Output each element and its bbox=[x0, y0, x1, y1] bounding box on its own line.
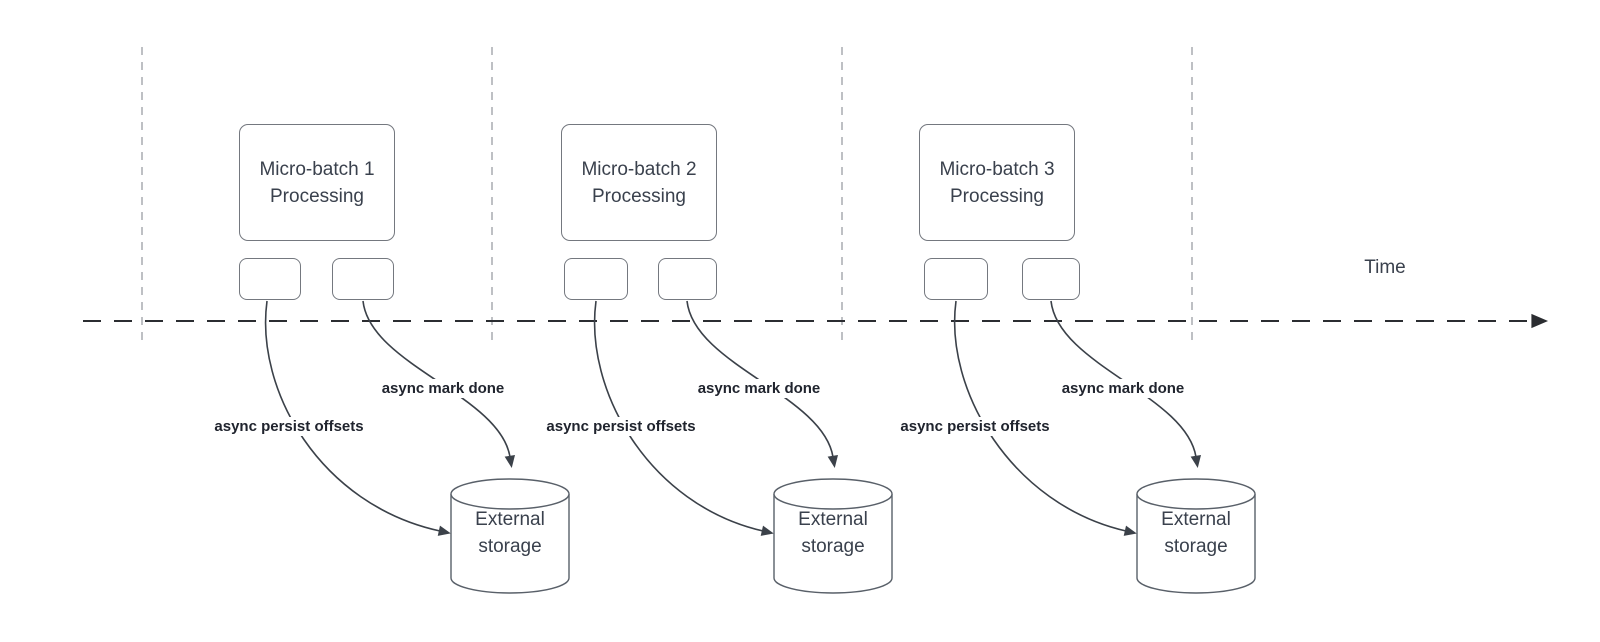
offsets-rect-2 bbox=[564, 258, 628, 300]
done-rect-1 bbox=[332, 258, 394, 300]
micro-batch-2-title: Micro-batch 2 bbox=[581, 158, 697, 180]
external-storage-line1: External bbox=[1161, 509, 1231, 530]
persist-offsets-arrow-3 bbox=[953, 300, 1137, 536]
persist-offsets-arrow-2 bbox=[593, 300, 774, 536]
micro-batch-3-subtitle: Processing bbox=[950, 185, 1044, 207]
micro-batch-1-box: Micro-batch 1 Processing bbox=[239, 124, 395, 241]
micro-batch-1-title: Micro-batch 1 bbox=[259, 158, 375, 180]
external-storage-label-1: External storage bbox=[450, 506, 570, 560]
micro-batch-1-subtitle: Processing bbox=[270, 185, 364, 207]
micro-batch-2-box: Micro-batch 2 Processing bbox=[561, 124, 717, 241]
done-rect-3 bbox=[1022, 258, 1080, 300]
persist-offsets-label-1: async persist offsets bbox=[211, 417, 367, 436]
time-label: Time bbox=[1364, 257, 1406, 278]
micro-batch-3-box: Micro-batch 3 Processing bbox=[919, 124, 1075, 241]
external-storage-line2: storage bbox=[1164, 536, 1228, 557]
storage-cylinder-2 bbox=[773, 478, 893, 594]
micro-batch-2-subtitle: Processing bbox=[592, 185, 686, 207]
done-rect-2 bbox=[658, 258, 717, 300]
external-storage-label-2: External storage bbox=[773, 506, 893, 560]
micro-batch-3-title: Micro-batch 3 bbox=[939, 158, 1055, 180]
persist-offsets-label-3: async persist offsets bbox=[897, 417, 1053, 436]
external-storage-line2: storage bbox=[801, 536, 865, 557]
persist-offsets-arrow-1 bbox=[264, 300, 451, 536]
storage-cylinder-1 bbox=[450, 478, 570, 594]
storage-cylinder-3 bbox=[1136, 478, 1256, 594]
persist-offsets-label-2: async persist offsets bbox=[543, 417, 699, 436]
external-storage-line1: External bbox=[798, 509, 868, 530]
mark-done-label-2: async mark done bbox=[694, 379, 824, 398]
external-storage-line2: storage bbox=[478, 536, 542, 557]
mark-done-label-3: async mark done bbox=[1058, 379, 1188, 398]
mark-done-label-1: async mark done bbox=[378, 379, 508, 398]
external-storage-label-3: External storage bbox=[1136, 506, 1256, 560]
offsets-rect-1 bbox=[239, 258, 301, 300]
offsets-rect-3 bbox=[924, 258, 988, 300]
external-storage-line1: External bbox=[475, 509, 545, 530]
